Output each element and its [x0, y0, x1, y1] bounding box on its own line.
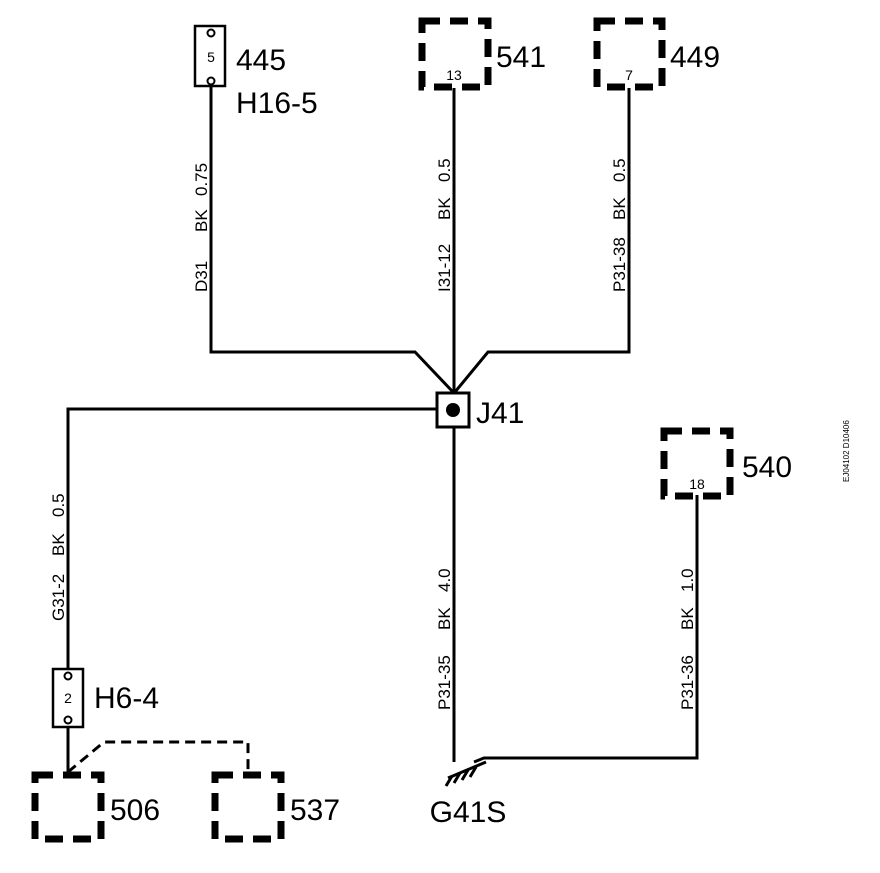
ground-g41s: G41S [430, 760, 507, 829]
wire-g31-2 [66, 407, 437, 670]
component-541-pin: 13 [446, 67, 462, 83]
svg-text:P31-38: P31-38 [610, 237, 629, 292]
component-449-pin: 7 [625, 67, 633, 83]
svg-text:0.5: 0.5 [49, 493, 68, 517]
svg-text:BK: BK [49, 533, 68, 556]
connector-h16-5-label: H16-5 [236, 87, 318, 120]
svg-text:D31: D31 [192, 261, 211, 292]
wire-label-p31-35: P31-35 BK 4.0 [435, 568, 454, 710]
svg-text:P31-36: P31-36 [678, 655, 697, 710]
component-537-label: 537 [290, 794, 340, 827]
svg-text:BK: BK [435, 607, 454, 630]
svg-text:1.0: 1.0 [678, 568, 697, 592]
component-506-label: 506 [110, 794, 160, 827]
diagram-code: EJ04102 D10406 [842, 420, 851, 482]
component-537-box [211, 771, 285, 843]
svg-text:I31-12: I31-12 [435, 244, 454, 292]
connector-445-pin-top [206, 28, 216, 38]
svg-text:0.75: 0.75 [192, 163, 211, 196]
connector-h6-4-label: H6-4 [94, 682, 159, 715]
component-540: 18 540 [660, 427, 792, 500]
connector-h6-4-pin-bottom [63, 715, 73, 725]
component-537: 537 [211, 771, 340, 843]
component-506-box [31, 771, 105, 843]
component-445-label: 445 [236, 44, 286, 77]
wire-label-d31: D31 BK 0.75 [192, 163, 211, 292]
component-449-box [593, 17, 666, 91]
svg-text:EJ04102 D10406: EJ04102 D10406 [842, 420, 851, 482]
connector-445-pin-number: 5 [207, 49, 215, 65]
component-506: 506 [31, 771, 160, 843]
svg-text:G31-2: G31-2 [49, 574, 68, 621]
svg-text:BK: BK [678, 607, 697, 630]
svg-text:0.5: 0.5 [610, 158, 629, 182]
splice-j41-label: J41 [476, 397, 524, 430]
ground-g41s-label: G41S [430, 796, 507, 829]
connector-h6-4-pin-top [63, 671, 73, 681]
splice-j41-dot [446, 403, 460, 417]
connector-h6-4-pin-number: 2 [64, 690, 72, 706]
wire-dashed-537 [67, 740, 250, 775]
component-540-label: 540 [742, 451, 792, 484]
connector-h6-4: 2 H6-4 [51, 667, 159, 729]
wire-p31-38 [453, 88, 631, 393]
ground-symbol-icon [444, 766, 478, 787]
wires [66, 86, 699, 775]
svg-text:P31-35: P31-35 [435, 655, 454, 710]
wire-label-p31-38: P31-38 BK 0.5 [610, 158, 629, 292]
wire-label-p31-36: P31-36 BK 1.0 [678, 568, 697, 710]
svg-text:4.0: 4.0 [435, 568, 454, 592]
wire-labels: D31 BK 0.75 I31-12 BK 0.5 P31-38 BK 0.5 … [49, 158, 697, 710]
wire-d31 [209, 86, 455, 394]
component-540-pin: 18 [689, 476, 705, 492]
svg-text:BK: BK [192, 209, 211, 232]
component-449: 7 449 [593, 17, 720, 91]
svg-text:BK: BK [435, 197, 454, 220]
wire-p31-36 [473, 495, 699, 764]
connector-445-pin-bottom [206, 76, 216, 86]
component-541-box [418, 17, 492, 91]
splice-j41: J41 [435, 391, 524, 430]
svg-text:0.5: 0.5 [435, 158, 454, 182]
connector-445: 5 445 H16-5 [193, 24, 318, 120]
wire-label-g31-2: G31-2 BK 0.5 [49, 493, 68, 621]
component-541-label: 541 [496, 41, 546, 74]
component-540-box [660, 427, 734, 500]
svg-text:BK: BK [610, 197, 629, 220]
component-541: 13 541 [418, 17, 546, 91]
component-449-label: 449 [670, 41, 720, 74]
wire-label-i31-12: I31-12 BK 0.5 [435, 158, 454, 292]
